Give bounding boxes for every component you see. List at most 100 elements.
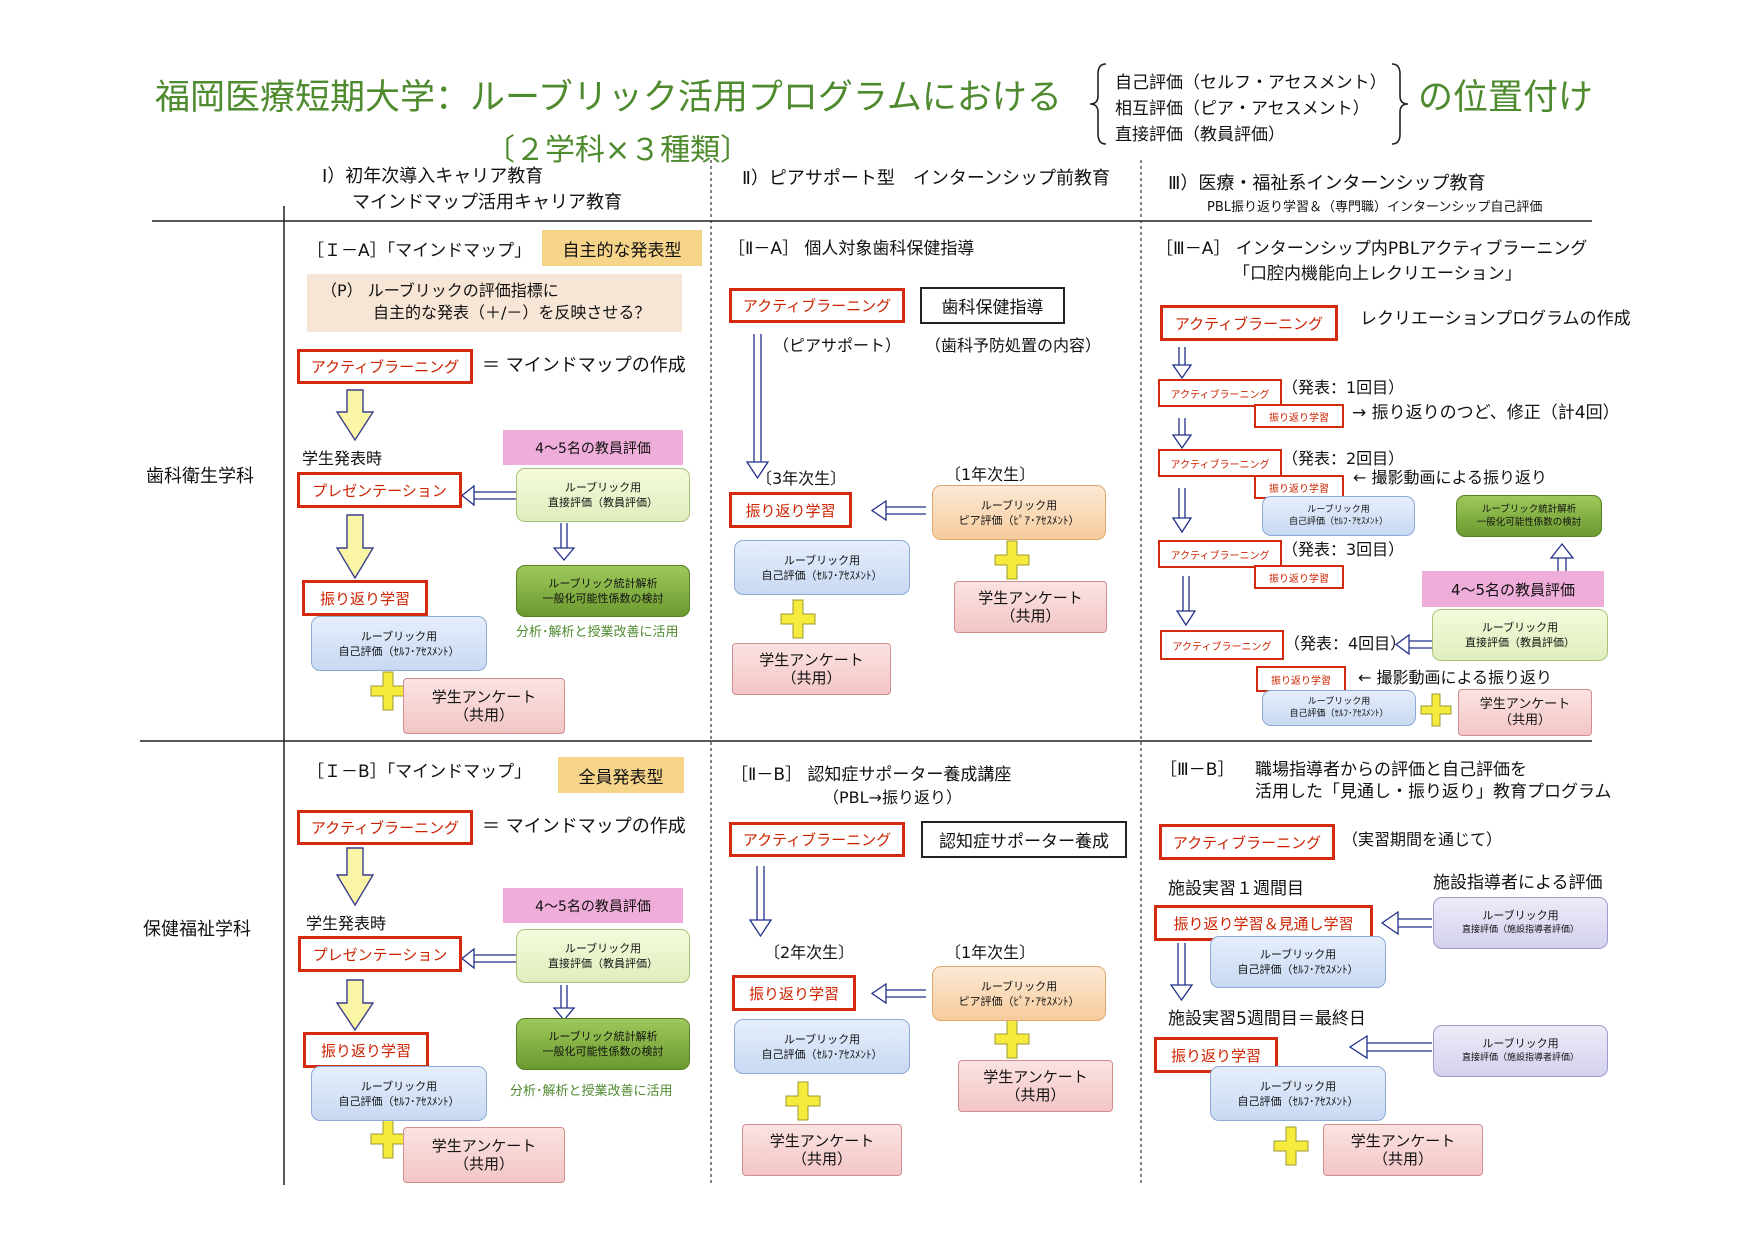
eval-type-self: 自己評価（セルフ・アセスメント） (1115, 73, 1387, 93)
IB-rubric-self: ルーブリック用 自己評価（ｾﾙﾌ･ｱｾｽﾒﾝﾄ） (311, 1066, 487, 1121)
IIA-survey-right: 学生アンケート （共用） (954, 581, 1107, 633)
IIA-rubric-peer-line2: ピア評価（ﾋﾟｱ･ｱｾｽﾒﾝﾄ） (958, 513, 1080, 527)
IIIA-reflection-3: 振り返り学習 (1254, 565, 1344, 589)
IB-rubric-self-line2: 自己評価（ｾﾙﾌ･ｱｾｽﾒﾝﾄ） (338, 1094, 460, 1108)
IB-stat-line2: 一般化可能性係数の検討 (542, 1045, 664, 1058)
IIB-active-learning: アクティブラーニング (729, 822, 905, 857)
plus-IA (370, 671, 406, 711)
IA-rubric-direct: ルーブリック用 直接評価（教員評価） (516, 468, 690, 522)
IA-rubric-self-line2: 自己評価（ｾﾙﾌ･ｱｾｽﾒﾝﾄ） (338, 644, 460, 658)
IB-label: ［Ｉ－B］「マインドマップ」 (307, 762, 532, 782)
IB-survey-line1: 学生アンケート (431, 1137, 537, 1155)
IIA-year3: 〔3年次生〕 (756, 469, 847, 488)
IIB-rubric-peer-line1: ルーブリック用 (980, 979, 1058, 993)
IIIB-label: ［Ⅲ－B］ (1160, 760, 1235, 780)
IB-teacher-eval: 4〜5名の教員評価 (503, 888, 683, 923)
IB-mindmap-make: ＝ マインドマップの作成 (482, 816, 686, 837)
IIB-sub: （PBL→振り返り） (823, 788, 962, 807)
IA-mindmap-make: ＝ マインドマップの作成 (482, 355, 686, 376)
IIB-survey-right-line1: 学生アンケート (983, 1068, 1088, 1086)
IIB-survey-left: 学生アンケート （共用） (742, 1124, 902, 1176)
IIA-rubric-peer: ルーブリック用 ピア評価（ﾋﾟｱ･ｱｾｽﾒﾝﾄ） (932, 485, 1106, 540)
IIIB-rubric-self-2-line2: 自己評価（ｾﾙﾌ･ｱｾｽﾒﾝﾄ） (1237, 1094, 1359, 1108)
IIIB-survey: 学生アンケート （共用） (1323, 1124, 1483, 1176)
IIIA-rubric-self-2: ルーブリック用 自己評価（ｾﾙﾌ･ｱｾｽﾒﾝﾄ） (1262, 690, 1416, 726)
IIA-active-learning: アクティブラーニング (729, 288, 905, 323)
IIB-rubric-peer: ルーブリック用 ピア評価（ﾋﾟｱ･ｱｾｽﾒﾝﾄ） (932, 966, 1106, 1021)
IIIB-week5: 施設実習5週間目＝最終日 (1168, 1009, 1366, 1029)
page-title-suffix: の位置付け (1418, 78, 1594, 118)
IIIA-reflection-1: 振り返り学習 (1254, 404, 1344, 428)
IIA-survey-left-line1: 学生アンケート (759, 651, 864, 669)
IIIB-rubric-self-2: ルーブリック用 自己評価（ｾﾙﾌ･ｱｾｽﾒﾝﾄ） (1210, 1066, 1386, 1121)
IIB-box: 認知症サポーター養成 (921, 821, 1127, 858)
yellow-arrow-IB-2 (335, 979, 375, 1032)
IA-presentation: プレゼンテーション (297, 472, 462, 508)
IB-rubric-direct-line2: 直接評価（教員評価） (548, 957, 658, 970)
IIIA-p1: （発表：1回目） (1282, 378, 1405, 397)
IB-reflection: 振り返り学習 (303, 1032, 429, 1068)
IA-rubric-self-line1: ルーブリック用 (360, 629, 438, 643)
IIIA-rubric-direct-line2: 直接評価（教員評価） (1465, 636, 1575, 649)
IIA-rubric-self: ルーブリック用 自己評価（ｾﾙﾌ･ｱｾｽﾒﾝﾄ） (734, 540, 910, 595)
column-2-header: Ⅱ）ピアサポート型 インターンシップ前教育 (742, 168, 1110, 189)
IIA-reflection: 振り返り学習 (729, 492, 852, 528)
IIIA-label: ［Ⅲ－A］ インターンシップ内PBLアクティブラーニング (1156, 239, 1588, 259)
IIIB-survey-line1: 学生アンケート (1350, 1132, 1456, 1150)
IIIA-survey: 学生アンケート （共用） (1458, 689, 1592, 736)
IB-rubric-self-line1: ルーブリック用 (360, 1079, 438, 1093)
IIIA-reflection-4: 振り返り学習 (1256, 666, 1346, 692)
IB-rubric-direct: ルーブリック用 直接評価（教員評価） (516, 929, 690, 983)
IIIB-facility-eval: 施設指導者による評価 (1433, 873, 1603, 893)
IIA-year1: 〔1年次生〕 (945, 465, 1036, 484)
IB-student-presents: 学生発表時 (306, 914, 387, 933)
IIIB-rubric-self-1-line2: 自己評価（ｾﾙﾌ･ｱｾｽﾒﾝﾄ） (1237, 963, 1359, 976)
IIIA-stat-line2: 一般化可能性係数の検討 (1476, 517, 1582, 528)
IIA-survey-right-line2: （共用） (1000, 607, 1061, 625)
IIA-rubric-self-line2: 自己評価（ｾﾙﾌ･ｱｾｽﾒﾝﾄ） (761, 568, 883, 582)
IIIA-p4: （発表：4回目） (1284, 634, 1407, 653)
IA-survey: 学生アンケート （共用） (403, 678, 565, 734)
IA-active-learning: アクティブラーニング (297, 349, 473, 384)
IB-rubric-direct-line1: ルーブリック用 (564, 942, 642, 955)
IIIA-p2-note: ← 撮影動画による振り返り (1353, 468, 1548, 487)
eval-type-peer: 相互評価（ピア・アセスメント） (1115, 99, 1370, 119)
IIIA-rubric-self-2-line1: ルーブリック用 (1307, 697, 1371, 707)
IIIA-rubric-self-1-line2: 自己評価（ｾﾙﾌ･ｱｾｽﾒﾝﾄ） (1288, 517, 1388, 527)
IA-rubric-direct-line2: 直接評価（教員評価） (548, 496, 658, 509)
IIIA-rubric-self-2-line2: 自己評価（ｾﾙﾌ･ｱｾｽﾒﾝﾄ） (1289, 709, 1389, 719)
row-2-header: 保健福祉学科 (143, 919, 251, 940)
IIIA-p2: （発表：2回目） (1282, 449, 1405, 468)
IIIA-survey-line2: （共用） (1498, 712, 1551, 728)
IIB-reflection: 振り返り学習 (732, 975, 856, 1011)
IIIA-program: レクリエーションプログラムの作成 (1360, 309, 1631, 329)
IIA-rubric-peer-line1: ルーブリック用 (980, 498, 1058, 512)
IA-analysis-note: 分析･解析と授業改善に活用 (516, 625, 679, 640)
IA-rubric-direct-line1: ルーブリック用 (564, 481, 642, 494)
IIIA-rubric-direct: ルーブリック用 直接評価（教員評価） (1432, 609, 1608, 661)
IIIA-stat-line1: ルーブリック統計解析 (1481, 504, 1577, 515)
IIB-survey-left-line2: （共用） (791, 1150, 852, 1168)
IIIA-teacher-eval: 4〜5名の教員評価 (1422, 571, 1604, 607)
IIIB-rubric-direct-2-line1: ルーブリック用 (1482, 1037, 1559, 1050)
IIIA-active-learning-4: アクティブラーニング (1160, 630, 1284, 660)
IIA-survey-right-line1: 学生アンケート (978, 589, 1083, 607)
IIB-year2: 〔2年次生〕 (764, 943, 855, 962)
IIIB-rubric-direct-2-line2: 直接評価（施設指導者評価） (1461, 1053, 1579, 1063)
IIB-rubric-self-line1: ルーブリック用 (783, 1032, 861, 1046)
IIB-year1: 〔1年次生〕 (945, 943, 1036, 962)
IA-note-line2: 自主的な発表（＋/－）を反映させる？ (373, 303, 651, 322)
IIIA-rubric-stat: ルーブリック統計解析 一般化可能性係数の検討 (1456, 495, 1602, 537)
IIA-label: ［Ⅱ－A］ 個人対象歯科保健指導 (728, 239, 975, 259)
IA-label: ［Ｉ－A］「マインドマップ」 (307, 241, 532, 261)
IIIA-p4-note: ← 撮影動画による振り返り (1358, 668, 1553, 687)
eval-type-direct: 直接評価（教員評価） (1115, 125, 1285, 145)
IIIB-active-learning: アクティブラーニング (1159, 824, 1335, 860)
bracket-left (1089, 63, 1107, 145)
IIIA-p1-note: → 振り返りのつど、修正（計4回） (1352, 403, 1620, 423)
IIA-peer-support: （ピアサポート） (773, 336, 902, 355)
IIIA-rubric-self-1-line1: ルーブリック用 (1307, 505, 1370, 515)
IIIA-active-learning: アクティブラーニング (1160, 305, 1338, 341)
column-1-subheader: マインドマップ活用キャリア教育 (352, 192, 622, 213)
